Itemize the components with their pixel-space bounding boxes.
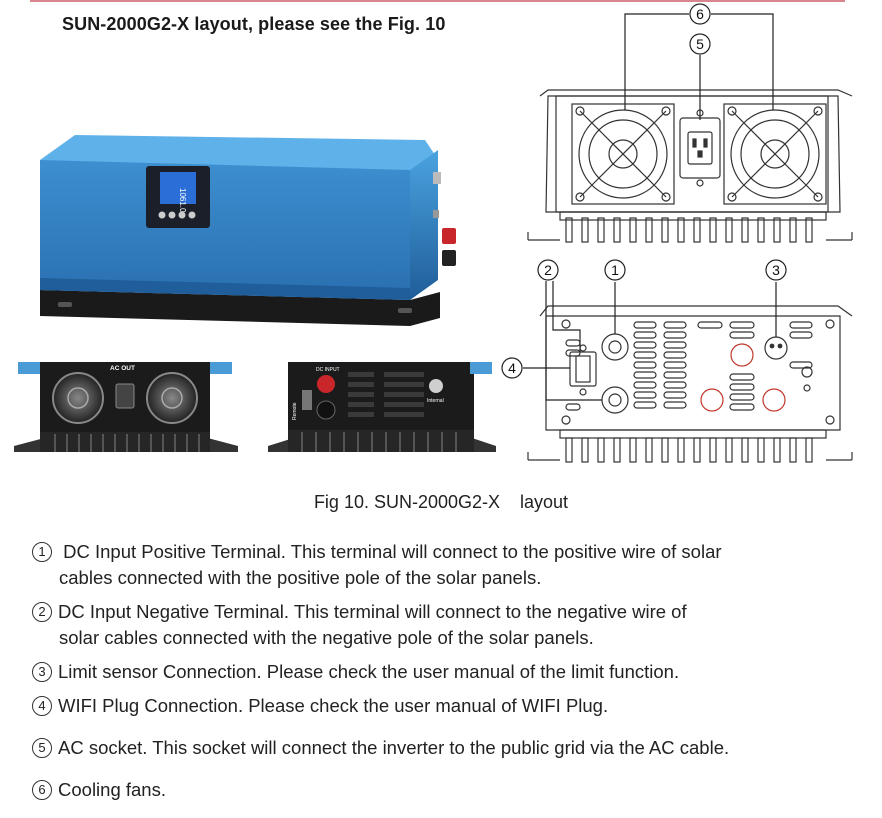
dc-positive-terminal [601,333,629,361]
vent-slots [565,321,813,411]
item-number: 5 [32,738,52,758]
ac-socket-diagram [679,109,721,187]
internal-port-photo [429,379,443,393]
item-number: 3 [32,662,52,682]
item-text: Cooling fans. [58,779,166,800]
svg-text:3: 3 [772,262,780,278]
wifi-port [569,344,597,396]
panel-button [188,211,196,219]
diagram-dc-side [527,305,853,463]
list-item: 6 Cooling fans. [32,777,166,803]
svg-text:2: 2 [544,262,552,278]
inverter-photo: 1061.0 [40,135,456,326]
item-number: 4 [32,696,52,716]
heatsink-fins [565,217,813,243]
svg-text:1: 1 [611,262,619,278]
inverter-layout-figure: 1061.0 AC OUT [14,3,853,463]
knockout-hole [730,343,754,367]
knockout-hole [700,388,724,412]
figure-caption: Fig 10. SUN-2000G2-X layout [313,492,569,512]
dc-negative-terminal-photo [316,400,336,420]
ac-socket-photo [115,383,135,409]
remote-port-photo [302,390,312,410]
side-connector [433,172,441,184]
callout-6: 6 [689,3,711,25]
remote-label: Remote [292,402,298,420]
panel-button [158,211,166,219]
lcd-readout: 1061.0 [178,188,187,213]
dc-negative-terminal [601,386,629,414]
item-text-continued: solar cables connected with the negative… [59,627,594,648]
fan-icon [52,372,104,424]
callout-leaders-top [624,13,774,120]
svg-text:5: 5 [696,36,704,52]
callout-4: 4 [501,357,523,379]
lcd-screen [160,172,196,204]
ac-out-photo: AC OUT [14,362,238,452]
list-item: 2 DC Input Negative Terminal. This termin… [32,599,687,651]
list-item: 5 AC socket. This socket will connect the… [32,735,729,761]
limit-sensor-connector [764,336,788,360]
dc-input-photo: DC INPUT Remote Internal [268,362,496,452]
panel-button [168,211,176,219]
list-item: 4 WIFI Plug Connection. Please check the … [32,693,608,719]
callout-5: 5 [689,33,711,55]
negative-terminal-photo [442,250,456,266]
svg-text:4: 4 [508,360,516,376]
dc-positive-terminal-photo [317,375,335,393]
callout-leaders-bottom [523,281,777,401]
item-number: 6 [32,780,52,800]
panel-button [178,211,186,219]
item-number: 2 [32,602,52,622]
dc-input-label: DC INPUT [316,367,340,373]
mounting-hole [398,308,412,313]
callout-3: 3 [765,259,787,281]
item-text: WIFI Plug Connection. Please check the u… [58,695,609,716]
callout-1: 1 [604,259,626,281]
cooling-fan-left [571,103,675,205]
knockout-hole [762,388,786,412]
mounting-hole [58,302,72,307]
item-text: DC Input Negative Terminal. This termina… [58,601,687,622]
internal-label: Internal [427,398,444,404]
fan-icon [146,372,198,424]
callout-2: 2 [537,259,559,281]
list-item: 3 Limit sensor Connection. Please check t… [32,659,679,685]
diagram-fan-side [527,89,853,243]
item-number: 1 [32,542,52,562]
top-rule [30,0,845,2]
item-text-continued: cables connected with the positive pole … [59,567,542,588]
svg-text:6: 6 [696,6,704,22]
ac-out-label: AC OUT [110,365,135,372]
list-item: 1 DC Input Positive Terminal. This termi… [32,539,722,591]
item-text: DC Input Positive Terminal. This termina… [58,541,722,562]
heatsink-fins [565,437,813,463]
item-text: Limit sensor Connection. Please check th… [58,661,680,682]
item-text: AC socket. This socket will connect the … [58,737,730,758]
page-heading: SUN-2000G2-X layout, please see the Fig.… [62,14,446,34]
side-connector [433,210,439,218]
cooling-fan-right [723,103,827,205]
positive-terminal-photo [442,228,456,244]
